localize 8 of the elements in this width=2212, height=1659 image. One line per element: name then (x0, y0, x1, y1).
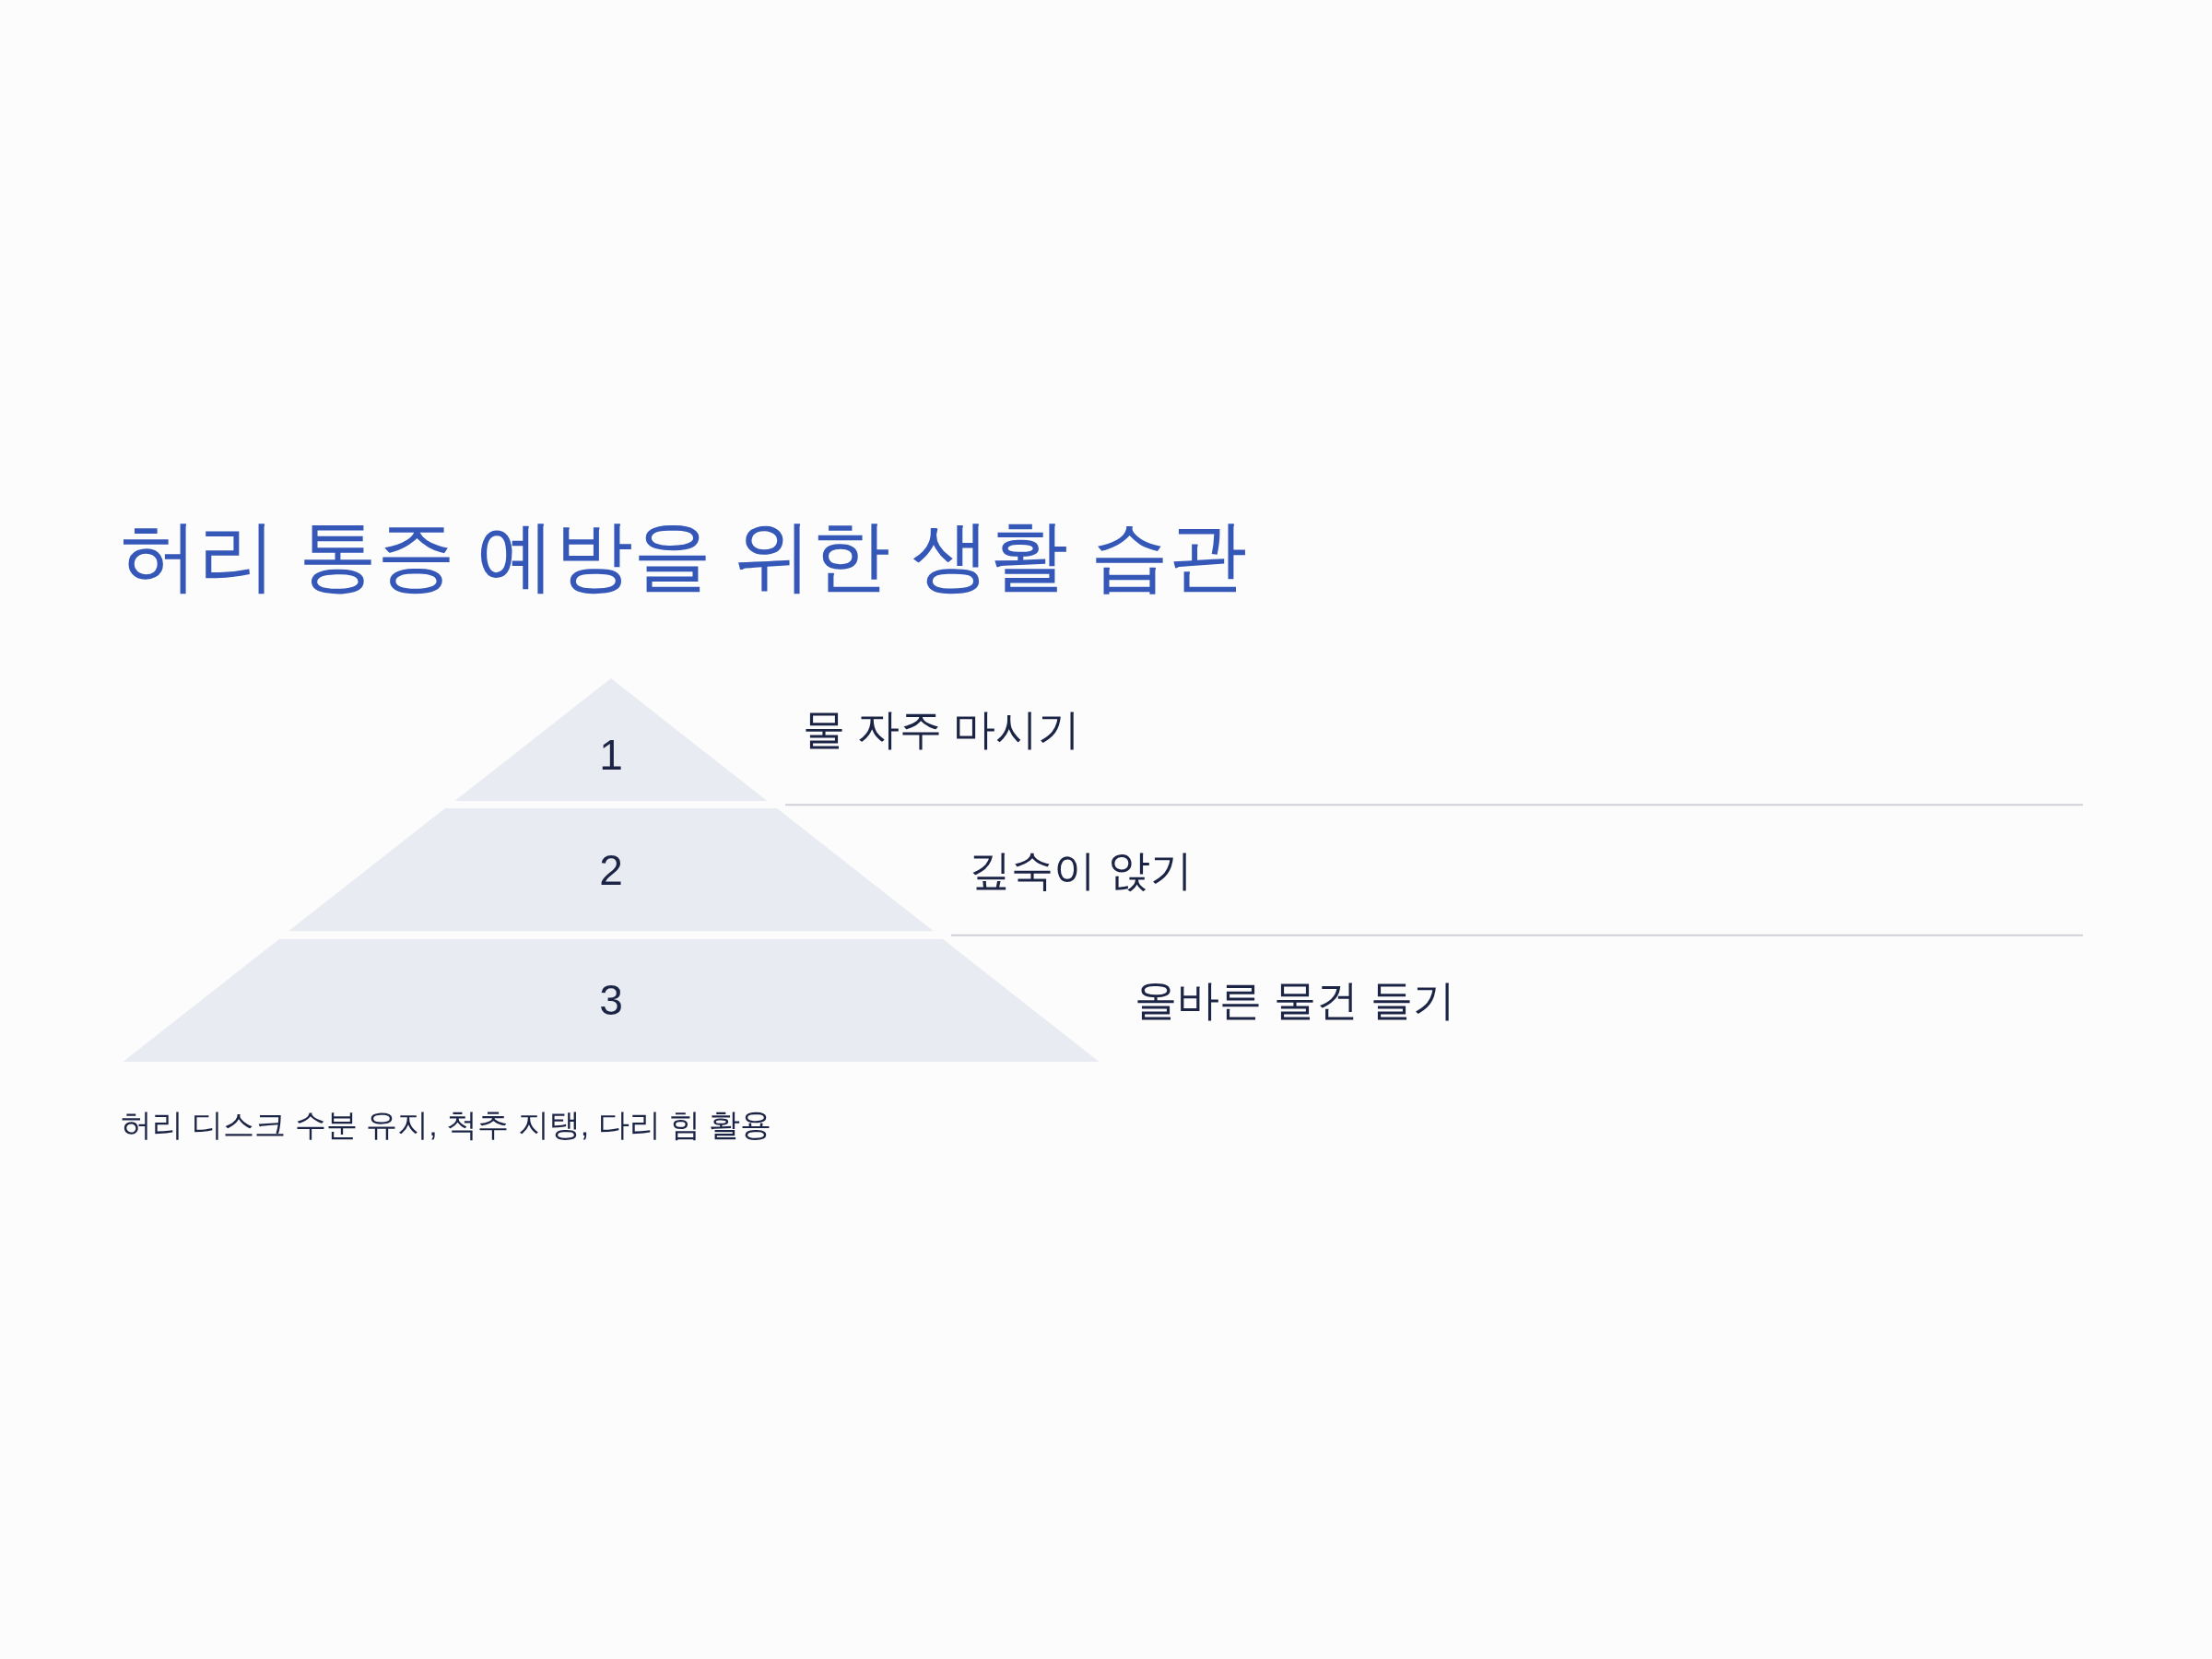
caption: 허리 디스크 수분 유지, 척추 지탱, 다리 힘 활용 (121, 1106, 772, 1144)
step-label: 올바른 물건 들기 (1135, 975, 1455, 1027)
title: 허리 통증 예방을 위한 생활 습관 (120, 511, 1248, 601)
tier-number: 1 (599, 729, 623, 780)
step-label: 깊숙이 앉기 (968, 845, 1193, 896)
step-label: 물 자주 마시기 (802, 703, 1081, 755)
tier-number: 3 (599, 975, 623, 1026)
tier-number: 2 (599, 845, 623, 895)
